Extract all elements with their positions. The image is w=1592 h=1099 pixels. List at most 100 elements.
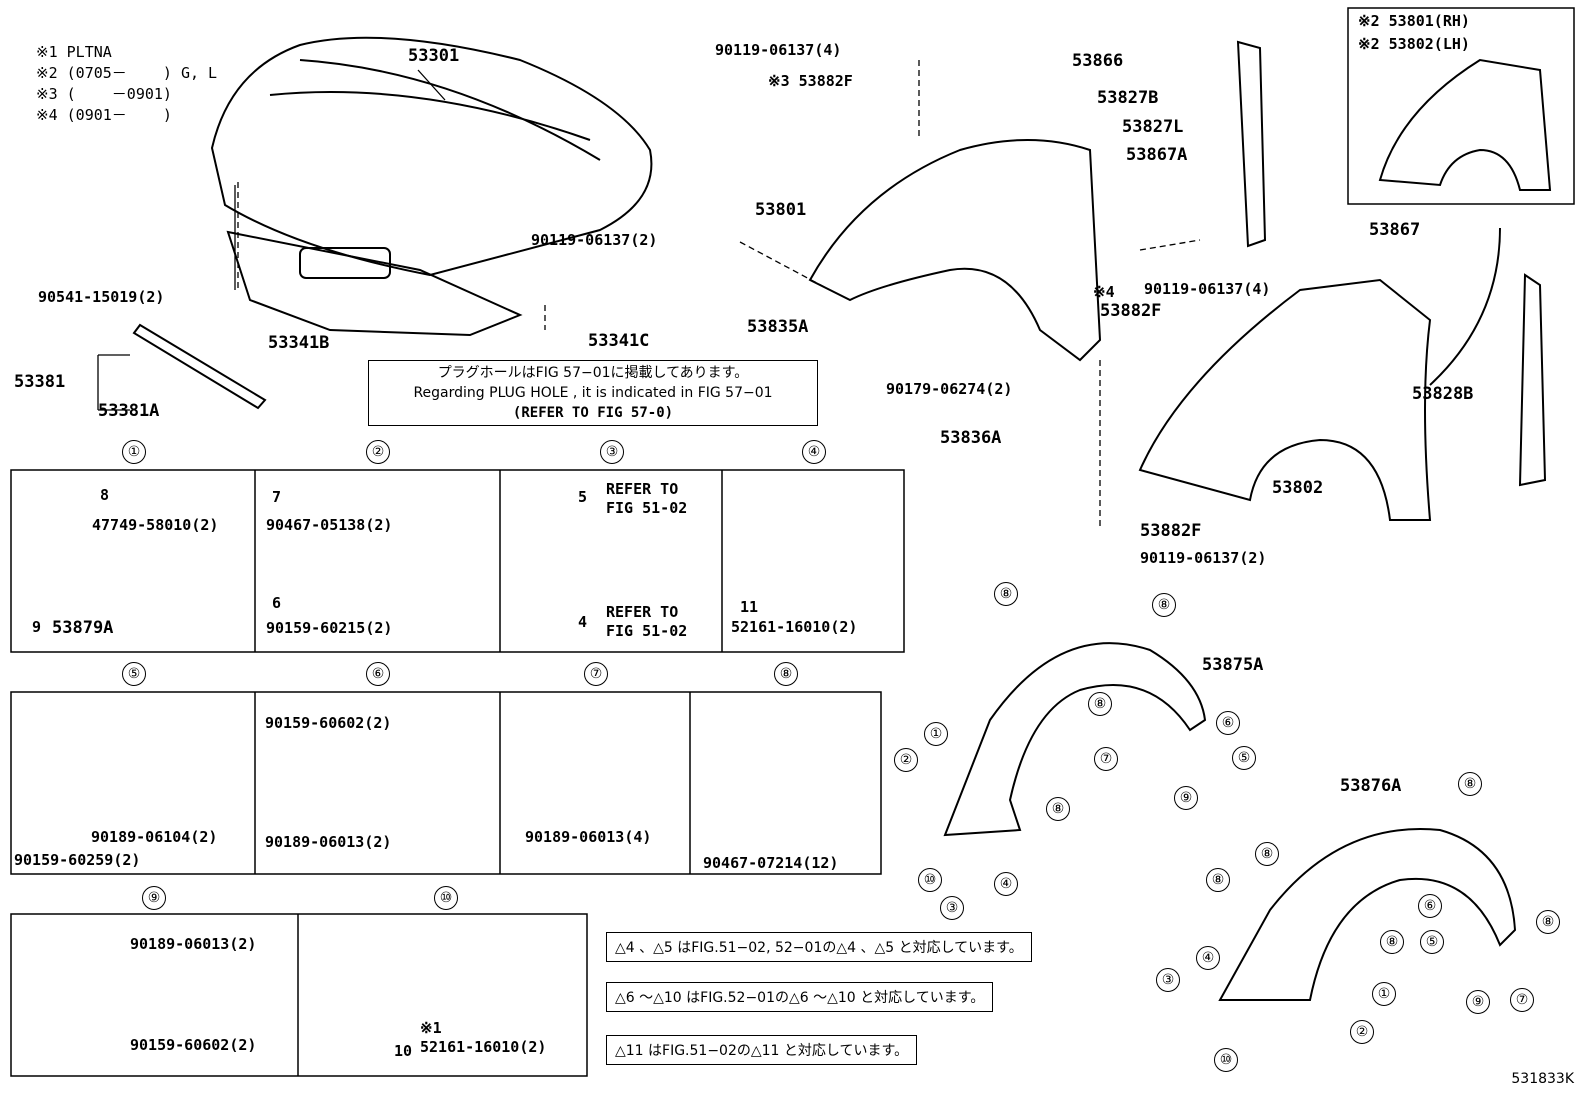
part-53879a[interactable]: 53879A [52,618,114,638]
part-53882f-note: ※4 [1093,283,1115,301]
part-53341b[interactable]: 53341B [268,333,330,353]
part-53801-rh[interactable]: ※2 53801(RH) [1358,12,1470,30]
note-1: ※1 PLTNA [36,43,112,61]
part-53802[interactable]: 53802 [1272,478,1324,498]
part-52161-d4[interactable]: 52161-16010(2) [731,618,858,636]
detail-2-number: ② [366,440,390,464]
part-90467-07214[interactable]: 90467-07214(12) [703,854,839,872]
part-53835a[interactable]: 53835A [747,317,809,337]
part-53882f-b[interactable]: 53882F [1100,301,1162,321]
front-callout-8[interactable]: ⑥ [1216,711,1240,735]
front-callout-1[interactable]: ⑧ [994,582,1018,606]
rear-callout-11[interactable]: ⑨ [1466,990,1490,1014]
plug-note-ref: (REFER TO FIG 57-0) [512,405,674,421]
part-90159-60602-d9[interactable]: 90159-60602(2) [130,1036,257,1054]
note-3: ※3 ( －0901) [36,85,172,103]
part-53882f-a[interactable]: ※3 53882F [768,72,853,90]
part-53875a[interactable]: 53875A [1202,655,1264,675]
triangle-7-label: 7 [272,488,282,506]
rear-callout-4[interactable]: ⑥ [1418,894,1442,918]
rear-callout-12[interactable]: ⑦ [1510,988,1534,1012]
part-90189-06104[interactable]: 90189-06104(2) [91,828,218,846]
part-53381a[interactable]: 53381A [98,401,160,421]
part-53828b[interactable]: 53828B [1412,384,1474,404]
part-90119-a[interactable]: 90119-06137(4) [715,41,842,59]
correspondence-note-3: △11 はFIG.51−02の△11 と対応しています。 [606,1035,918,1065]
part-53827b[interactable]: 53827B [1097,88,1159,108]
part-53341c[interactable]: 53341C [588,331,650,351]
refer-fig-51-02-b[interactable]: REFER TO FIG 51-02 [606,603,688,640]
hood-seal-shape [132,323,267,410]
part-47749[interactable]: 47749-58010(2) [92,516,219,534]
part-90179[interactable]: 90179-06274(2) [886,380,1013,398]
note-1-marker: ※1 [420,1019,442,1037]
refer-fig-51-02-a[interactable]: REFER TO FIG 51-02 [606,480,688,517]
part-53381[interactable]: 53381 [14,372,66,392]
triangle-9-label: 9 [32,618,42,636]
part-90467-05138[interactable]: 90467-05138(2) [266,516,393,534]
part-53867[interactable]: 53867 [1369,220,1421,240]
part-90159-60215[interactable]: 90159-60215(2) [266,619,393,637]
front-callout-6[interactable]: ⑧ [1046,797,1070,821]
plug-hole-note: プラグホールはFIG 57−01に掲載してあります。 Regarding PLU… [368,360,818,426]
rear-callout-8[interactable]: ③ [1156,968,1180,992]
part-90189-06013-d6[interactable]: 90189-06013(2) [265,833,392,851]
part-53802-lh[interactable]: ※2 53802(LH) [1358,35,1470,53]
detail-9-number: ⑨ [142,886,166,910]
front-callout-9[interactable]: ⑤ [1232,746,1256,770]
rear-callout-6[interactable]: ⑤ [1420,930,1444,954]
part-90159-60602-d6[interactable]: 90159-60602(2) [265,714,392,732]
part-52161-d10[interactable]: 52161-16010(2) [420,1038,547,1056]
rear-callout-1[interactable]: ⑧ [1458,772,1482,796]
rear-callout-10[interactable]: ② [1350,1020,1374,1044]
part-53301[interactable]: 53301 [408,46,460,66]
rear-callout-7[interactable]: ④ [1196,946,1220,970]
part-53801[interactable]: 53801 [755,200,807,220]
rear-callout-5[interactable]: ⑧ [1380,930,1404,954]
triangle-5-label: 5 [578,488,588,506]
part-90119-c[interactable]: 90119-06137(4) [1144,280,1271,298]
front-callout-3[interactable]: ⑧ [1088,692,1112,716]
part-53876a[interactable]: 53876A [1340,776,1402,796]
front-callout-10[interactable]: ⑨ [1174,786,1198,810]
part-90159-60259[interactable]: 90159-60259(2) [14,851,141,869]
triangle-10-label: 10 [394,1042,413,1060]
figure-code: 531833K [1511,1071,1574,1087]
rear-liner-shape [1218,828,1517,1001]
part-53882f-c[interactable]: 53882F [1140,521,1202,541]
part-53836a[interactable]: 53836A [940,428,1002,448]
plug-note-en: Regarding PLUG HOLE , it is indicated in… [413,385,773,401]
front-callout-4[interactable]: ① [924,722,948,746]
front-callout-13[interactable]: ③ [940,896,964,920]
fender-seal-shape [1236,40,1267,248]
part-90189-06013-d9[interactable]: 90189-06013(2) [130,935,257,953]
rear-callout-2[interactable]: ⑧ [1255,842,1279,866]
correspondence-note-2: △6 ～△10 はFIG.52−01の△6 ～△10 と対応しています。 [606,982,994,1012]
part-53866[interactable]: 53866 [1072,51,1124,71]
part-90119-b[interactable]: 90119-06137(2) [531,231,658,249]
front-callout-12[interactable]: ⑩ [918,868,942,892]
triangle-6-label: 6 [272,594,282,612]
rear-callout-3[interactable]: ⑧ [1206,868,1230,892]
front-callout-11[interactable]: ④ [994,872,1018,896]
rear-callout-9[interactable]: ① [1372,982,1396,1006]
model-notes: ※1 PLTNA ※2 (0705－ ) G, L ※3 ( －0901) ※4… [36,42,217,126]
rear-callout-14[interactable]: ⑧ [1536,910,1560,934]
front-callout-5[interactable]: ② [894,748,918,772]
detail-3-number: ③ [600,440,624,464]
detail-5-number: ⑤ [122,662,146,686]
detail-1-number: ① [122,440,146,464]
rear-callout-13[interactable]: ⑩ [1214,1048,1238,1072]
part-90541[interactable]: 90541-15019(2) [38,288,165,306]
part-90119-d[interactable]: 90119-06137(2) [1140,549,1267,567]
triangle-8-label: 8 [100,486,110,504]
front-callout-7[interactable]: ⑦ [1094,747,1118,771]
part-53867a[interactable]: 53867A [1126,145,1188,165]
hood-shape [210,36,653,277]
front-callout-2[interactable]: ⑧ [1152,593,1176,617]
fender-lh-shape [1138,278,1432,521]
part-53827l[interactable]: 53827L [1122,117,1184,137]
part-90189-06013-d7[interactable]: 90189-06013(4) [525,828,652,846]
detail-4-number: ④ [802,440,826,464]
